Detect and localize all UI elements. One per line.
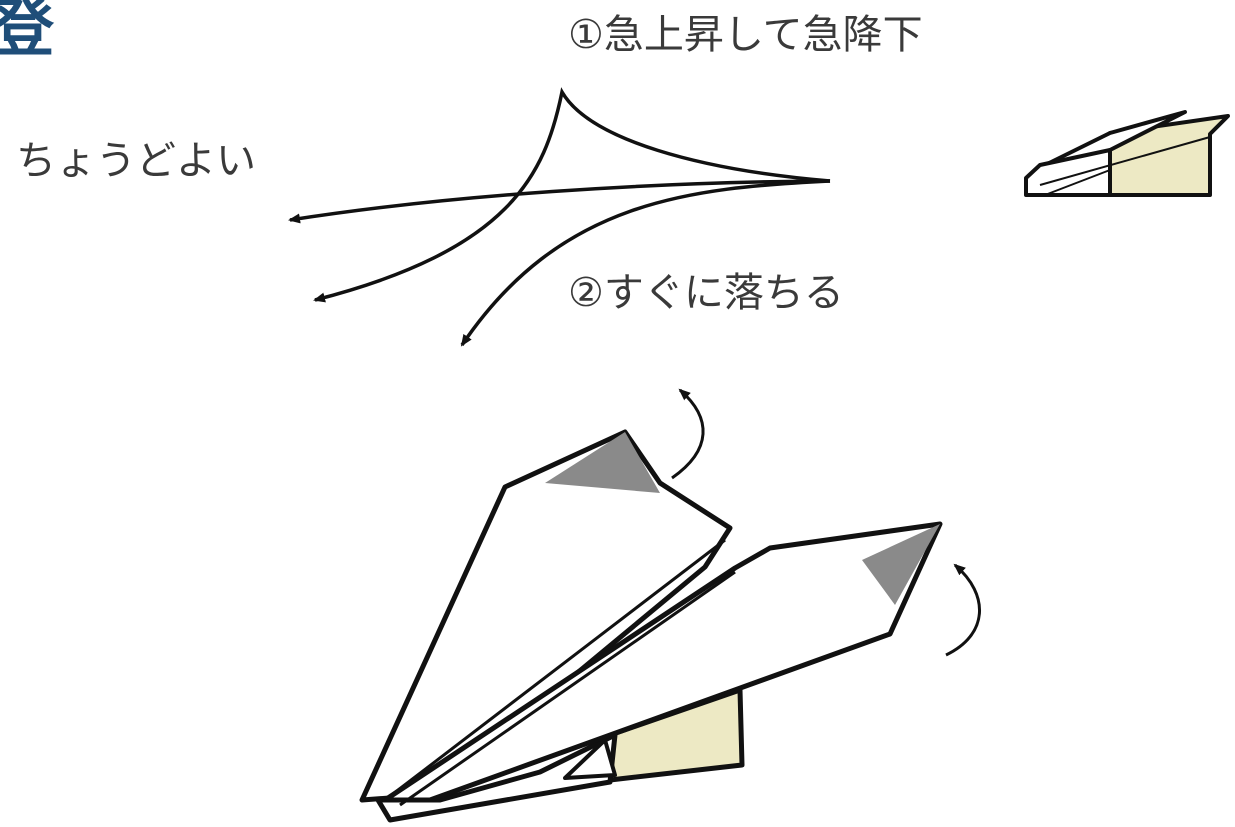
label-steep-climb-dive: ①急上昇して急降下: [568, 12, 923, 58]
bend-up-arrow-front: [945, 563, 981, 657]
small-airplane-side-view-icon: [1024, 110, 1230, 197]
flight-path-drops-quickly: [460, 179, 831, 347]
flight-path-steep-climb-dive: [313, 87, 831, 303]
edge-heading-char: 登: [0, 0, 55, 65]
back-elevator-tip: [545, 432, 660, 493]
bend-up-arrows: [671, 388, 981, 657]
front-elevator-tip: [862, 524, 940, 605]
flight-paths: [288, 87, 831, 347]
label-just-right: ちょうどよい: [16, 138, 256, 184]
large-paper-airplane-icon: [359, 429, 943, 823]
label-drops-quickly: ②すぐに落ちる: [568, 270, 844, 316]
flight-path-just-right: [288, 179, 831, 224]
bend-up-arrow-back: [671, 388, 705, 480]
